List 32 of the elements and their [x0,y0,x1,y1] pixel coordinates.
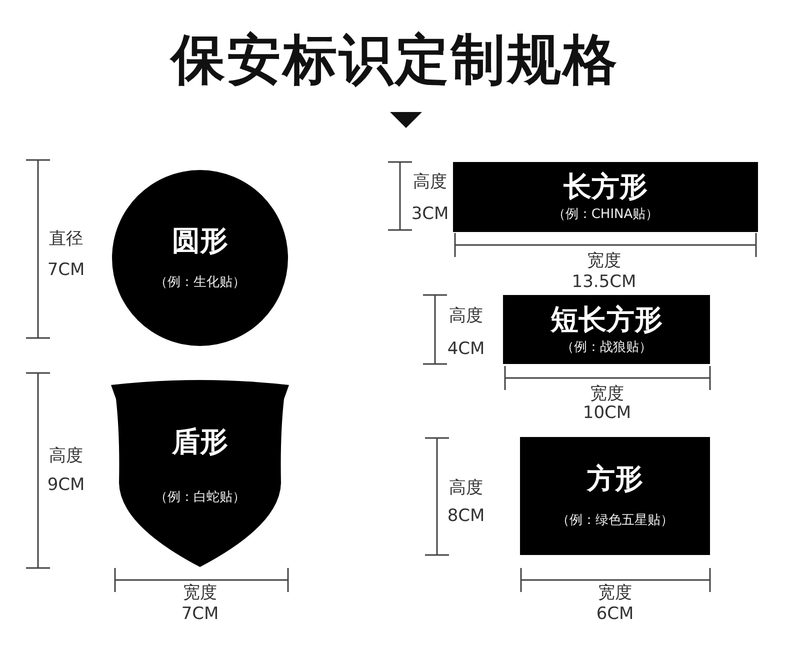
dimension-label: 高度 [413,172,447,192]
dimension-label: 13.5CM [572,272,636,292]
dimension-label: 6CM [596,604,634,624]
example-text: （例：白蛇贴） [154,489,246,507]
dimension-label: 8CM [447,506,485,526]
shape-name: 盾形 [172,425,228,459]
dimension-label: 7CM [47,260,85,280]
dimension-label: 高度 [449,306,483,326]
dimension-label: 9CM [47,475,85,495]
page-title: 保安标识定制规格 [171,28,619,91]
dimension-label: 高度 [49,446,83,466]
dimension-label: 7CM [181,604,219,624]
shape-name: 短长方形 [550,302,662,336]
dimension-label: 宽度 [183,583,217,603]
dimension-label: 3CM [411,204,449,224]
example-text: （例：绿色五星贴） [556,512,674,530]
rectangle-badge [503,295,710,364]
dimension-label: 直径 [49,229,83,249]
shape-name: 方形 [587,462,643,496]
dimension-label: 宽度 [590,384,624,404]
example-text: （例：CHINA贴） [552,206,659,224]
shape-name: 长方形 [564,170,648,204]
dimension-label: 高度 [449,478,483,498]
example-text: （例：战狼贴） [561,338,652,356]
rectangle-badge [520,437,710,555]
dimension-label: 10CM [582,403,632,423]
shape-name: 圆形 [172,224,228,258]
dimension-label: 宽度 [587,251,621,271]
dimension-label: 宽度 [598,583,632,603]
rectangle-badge [453,162,758,232]
dimension-label: 4CM [447,339,485,359]
example-text: （例：生化贴） [154,274,246,292]
